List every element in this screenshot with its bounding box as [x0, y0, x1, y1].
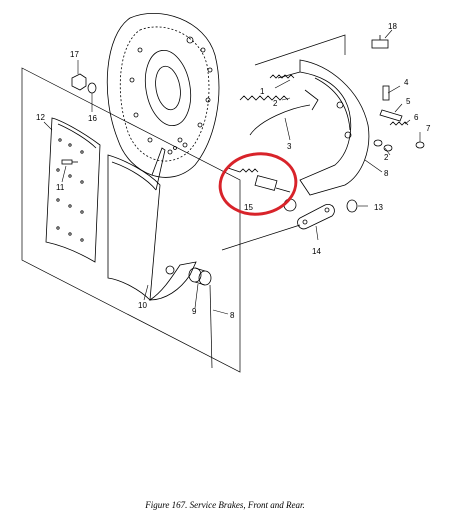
callout-11: 11 — [56, 183, 65, 192]
rivet — [61, 159, 78, 165]
callout-8b: 8 — [230, 311, 235, 320]
brake-shoe — [107, 147, 197, 301]
pin-and-spring-parts — [373, 85, 425, 152]
callout-1: 1 — [260, 87, 265, 96]
callout-17: 17 — [70, 50, 79, 59]
callout-2b: 2 — [384, 153, 389, 162]
callout-7: 7 — [426, 124, 431, 133]
callout-10: 10 — [138, 301, 147, 310]
link-and-nut — [283, 198, 358, 230]
bolt — [371, 35, 389, 49]
return-spring — [239, 71, 311, 136]
brake-lining — [45, 117, 101, 263]
shoe-assembly-frame — [21, 67, 241, 373]
brake-drum — [106, 13, 220, 178]
bushing — [188, 267, 212, 286]
callout-6: 6 — [414, 113, 419, 122]
nut-and-washer — [71, 73, 97, 94]
callout-5: 5 — [406, 97, 411, 106]
callout-14: 14 — [312, 247, 321, 256]
callout-12: 12 — [36, 113, 45, 122]
callout-8a: 8 — [384, 169, 389, 178]
callout-2a: 2 — [273, 99, 278, 108]
callout-18: 18 — [388, 22, 397, 31]
brake-shoe-right — [299, 59, 370, 196]
callout-15: 15 — [244, 203, 253, 212]
callout-16: 16 — [88, 114, 97, 123]
figure-caption: Figure 167. Service Brakes, Front and Re… — [145, 500, 305, 510]
anchor-pin-part-15 — [227, 167, 291, 193]
callout-9: 9 — [192, 307, 197, 316]
callout-4: 4 — [404, 78, 409, 87]
highlight-circle — [218, 152, 298, 216]
leader-lines — [43, 29, 421, 315]
callout-labels: 18 17 16 1 2 3 4 5 6 7 2 8 13 14 15 12 1… — [36, 22, 431, 320]
callout-13: 13 — [374, 203, 383, 212]
shoe-assembly-frame-right — [221, 34, 346, 251]
callout-3: 3 — [287, 142, 292, 151]
